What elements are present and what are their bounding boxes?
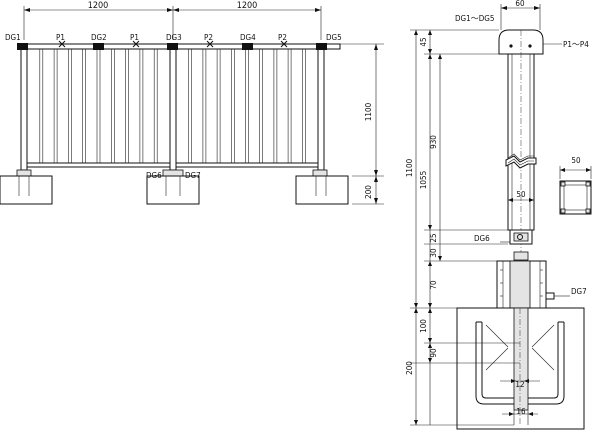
panel-label-p2-b: P2	[278, 33, 287, 42]
bracket-label: DG6	[474, 234, 490, 243]
height-dimension: 1100	[364, 102, 373, 121]
post-label-dg4: DG4	[240, 33, 256, 42]
side-section: 60 DG1～DG5 P1～P4 50 DG6	[405, 0, 592, 430]
dimension-70: 70	[429, 280, 438, 290]
panel-range-label: P1～P4	[563, 40, 589, 49]
infill-bars	[39, 49, 306, 163]
post-label-dg5: DG5	[326, 33, 342, 42]
dimension-25: 25	[429, 233, 438, 242]
bolt-12-dimension: 12	[515, 380, 524, 389]
panel-label-p1-b: P1	[130, 33, 139, 42]
base-height-dimension: 200	[364, 185, 373, 199]
post-label-dg3: DG3	[166, 33, 182, 42]
base-depth-dimension: 200	[405, 361, 414, 375]
dimension-30: 30	[429, 248, 438, 258]
span-left-dimension: 1200	[88, 1, 109, 11]
joint-label-dg7: DG7	[185, 171, 201, 180]
post-label-dg2: DG2	[91, 33, 107, 42]
total-height-dimension: 1100	[405, 158, 414, 177]
cap-width-dimension: 60	[515, 0, 525, 8]
dimension-90: 90	[429, 348, 438, 358]
span-right-dimension: 1200	[237, 1, 258, 11]
cap-label: DG1～DG5	[455, 14, 494, 23]
section-width-dimension: 50	[571, 156, 581, 165]
front-elevation: 1200 1200 DG1 P1 DG2 P1 DG3 P2 DG4 P2 DG…	[0, 1, 384, 205]
panel-label-p1-a: P1	[56, 33, 65, 42]
bolt-16-dimension: 16	[516, 407, 526, 416]
post-width-dimension: 50	[516, 190, 526, 199]
panel-label-p2-a: P2	[204, 33, 213, 42]
joint-label-dg6: DG6	[146, 171, 162, 180]
dimension-930: 930	[429, 135, 438, 149]
top-dimension: 45	[419, 37, 428, 46]
dimension-1055: 1055	[419, 171, 428, 189]
dimension-100: 100	[419, 319, 428, 333]
anchor-label: DG7	[571, 287, 587, 296]
post-label-dg1: DG1	[5, 33, 21, 42]
